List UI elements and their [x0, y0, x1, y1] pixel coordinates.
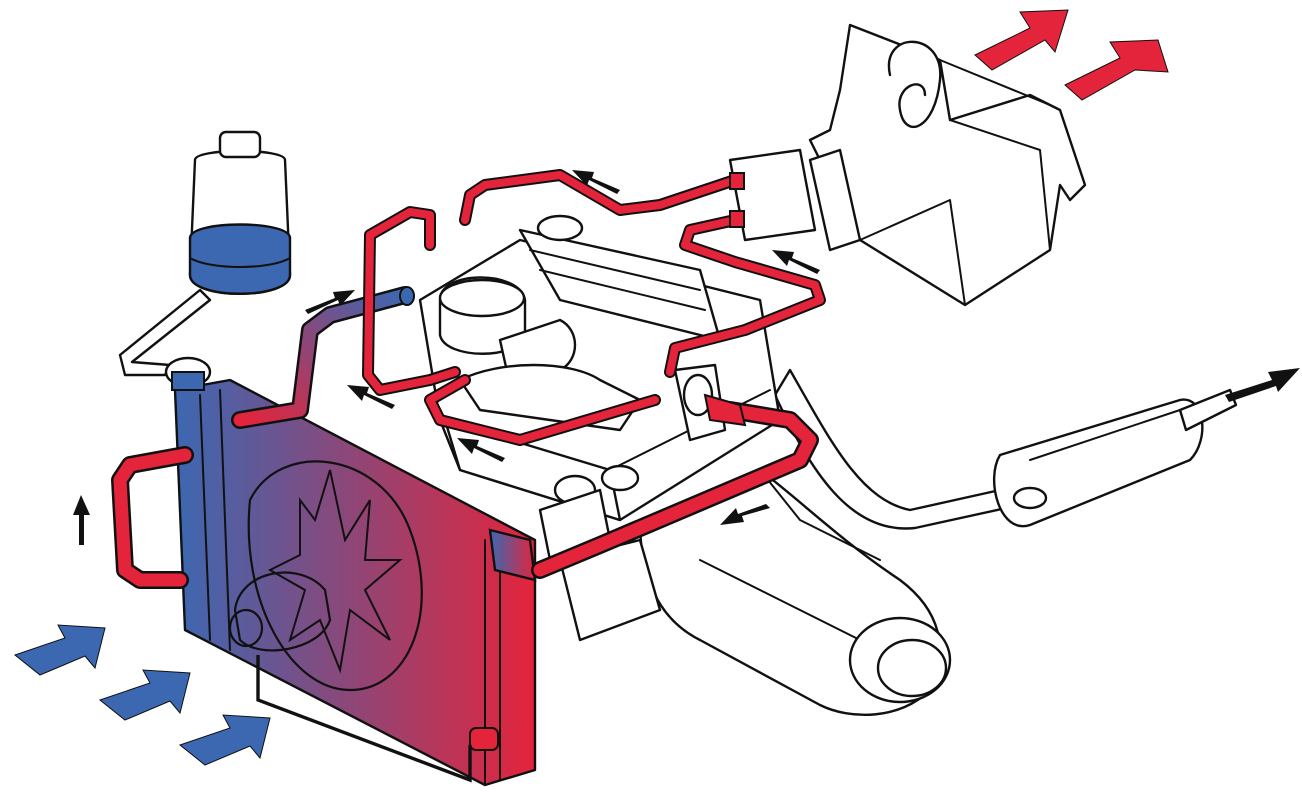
intake-air-arrows	[13, 624, 271, 766]
expansion-reservoir	[118, 130, 292, 377]
exhaust-air-arrows	[974, 9, 1169, 101]
coolant-hoses	[111, 169, 826, 589]
coolant-arrow-radiator-inlet	[720, 504, 770, 525]
coolant-arrow-to-engine	[305, 290, 355, 314]
coolant-direction-arrows	[73, 170, 820, 545]
coolant-arrow-left-loop	[347, 385, 395, 409]
intake-air-arrow-1	[13, 624, 106, 676]
coolant-arrow-lower-loop	[457, 438, 505, 462]
intake-air-arrow-2	[98, 669, 191, 721]
radiator	[164, 356, 537, 787]
coolant-arrow-left-hose	[73, 495, 90, 545]
heater-core	[728, 23, 1087, 307]
intake-air-arrow-3	[178, 714, 271, 766]
transmission	[558, 468, 952, 717]
exhaust-air-arrow-2	[1064, 39, 1169, 101]
engine-block	[418, 214, 782, 562]
exhaust-air-arrow-1	[974, 9, 1069, 71]
coolant-arrow-heater-return	[772, 250, 820, 274]
exhaust-gas-arrow	[1225, 368, 1300, 402]
exhaust-system	[773, 368, 1238, 530]
coolant-arrow-top	[572, 170, 620, 194]
